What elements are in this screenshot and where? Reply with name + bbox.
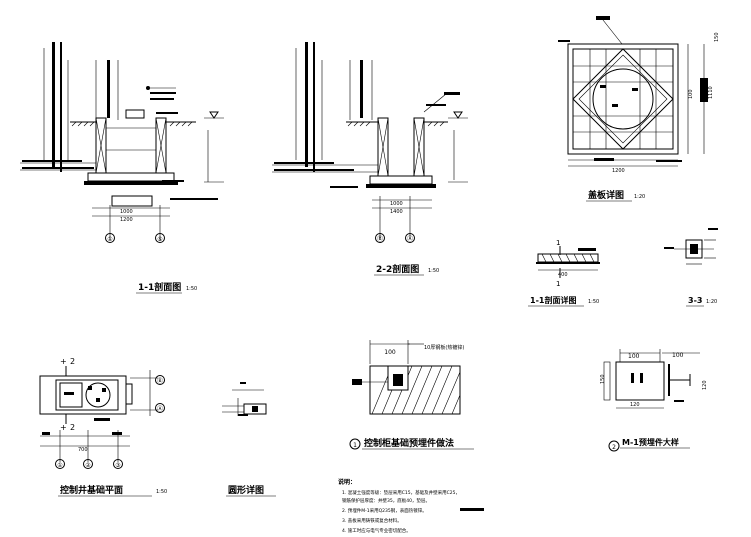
- ring-detail: 圆形详图: [222, 382, 276, 497]
- title-ring-detail: 圆形详图: [228, 484, 264, 496]
- svg-text:+: +: [60, 423, 67, 432]
- svg-text:①: ①: [57, 462, 62, 469]
- axis-bubble: [105, 233, 115, 243]
- svg-text:1: 1: [353, 442, 357, 449]
- svg-text:1000: 1000: [390, 201, 403, 207]
- detail-1-1: 1 1 400 1-1剖面详图 1:50: [528, 239, 600, 307]
- detail-3-3: 3-3 1:20: [664, 228, 718, 307]
- svg-text:Ⓑ: Ⓑ: [377, 235, 383, 243]
- svg-text:Ⓑ: Ⓑ: [157, 377, 163, 385]
- notes-block: 说明： 1. 混凝土强度等级：垫层采用C15，基础及井壁采用C25， 钢筋保护层…: [338, 478, 484, 534]
- svg-text:400: 400: [558, 272, 568, 278]
- axis-bubble: [155, 233, 165, 243]
- svg-text:1:20: 1:20: [634, 194, 645, 200]
- title-section-2-2: 2-2剖面图: [376, 263, 419, 275]
- svg-text:1:50: 1:50: [428, 268, 439, 274]
- section-1-1: ① ⑤ 1000 1200 1-1剖面图 1:50: [20, 42, 224, 294]
- svg-text:2: 2: [70, 423, 75, 432]
- svg-text:2: 2: [70, 357, 75, 366]
- svg-text:100: 100: [688, 89, 694, 99]
- title-cover-plan: 盖板详图: [588, 189, 624, 201]
- note-line: 钢筋保护层厚度：井壁35，底板40，垫层。: [342, 497, 430, 504]
- svg-text:120: 120: [702, 380, 708, 390]
- svg-text:150: 150: [714, 32, 720, 42]
- m1-detail: 100 100 150 120 120 2 M-1预埋件大样: [600, 349, 708, 452]
- title-embedded-detail: 控制柜基础预埋件做法: [364, 437, 454, 449]
- title-m1-detail: M-1预埋件大样: [622, 437, 679, 447]
- svg-text:Ⓐ: Ⓐ: [157, 405, 163, 413]
- svg-text:1:50: 1:50: [186, 286, 197, 292]
- title-detail-1-1: 1-1剖面详图: [530, 295, 576, 305]
- svg-text:③: ③: [115, 462, 120, 469]
- svg-text:1: 1: [556, 239, 560, 247]
- note-line: 4. 施工时应与电气专业密切配合。: [342, 527, 411, 534]
- note-line: 1. 混凝土强度等级：垫层采用C15，基础及井壁采用C25，: [342, 489, 460, 496]
- embedded-detail: 100 10厚钢板(热镀锌) 1 控制柜基础预埋件做法: [349, 340, 474, 450]
- embedded-note: 10厚钢板(热镀锌): [424, 344, 464, 351]
- vertical-note-bar: [52, 42, 55, 167]
- svg-text:1400: 1400: [390, 209, 403, 215]
- cover-plan: 1110 100 150 1200 盖板详图 1:20: [558, 16, 720, 202]
- svg-text:①: ①: [107, 236, 112, 243]
- title-detail-3-3: 3-3: [688, 296, 702, 305]
- note-line: 3. 盖板采用铸铁或复合材料。: [342, 517, 402, 524]
- svg-text:2: 2: [612, 444, 616, 451]
- notes-heading: 说明：: [338, 478, 356, 486]
- svg-text:700: 700: [78, 447, 88, 453]
- svg-text:⑤: ⑤: [157, 236, 162, 243]
- svg-text:100: 100: [672, 352, 684, 359]
- svg-text:1110: 1110: [708, 86, 714, 99]
- svg-text:120: 120: [630, 402, 640, 408]
- svg-text:1:20: 1:20: [706, 299, 717, 305]
- control-pit-plan: + 2 + 2 Ⓑ Ⓐ ① ② ③ 700 控制井: [39, 357, 167, 497]
- svg-text:150: 150: [600, 374, 606, 384]
- svg-text:1:50: 1:50: [588, 299, 599, 305]
- title-section-1-1: 1-1剖面图: [138, 281, 181, 293]
- svg-text:100: 100: [384, 349, 396, 356]
- title-control-pit-plan: 控制井基础平面: [60, 484, 123, 496]
- section-2-2: Ⓑ Ⓐ 1000 1400 2-2剖面图 1:50: [272, 42, 468, 276]
- svg-text:100: 100: [628, 353, 640, 360]
- note-line: 2. 预埋件M-1采用Q235钢，表面热镀锌。: [342, 507, 427, 514]
- svg-text:+: +: [60, 357, 67, 366]
- svg-text:1200: 1200: [612, 168, 625, 174]
- svg-text:Ⓐ: Ⓐ: [407, 235, 413, 243]
- svg-text:1000: 1000: [120, 209, 133, 215]
- svg-text:②: ②: [85, 462, 91, 469]
- svg-text:1: 1: [556, 280, 560, 288]
- svg-text:1200: 1200: [120, 217, 133, 223]
- svg-text:1:50: 1:50: [156, 489, 167, 495]
